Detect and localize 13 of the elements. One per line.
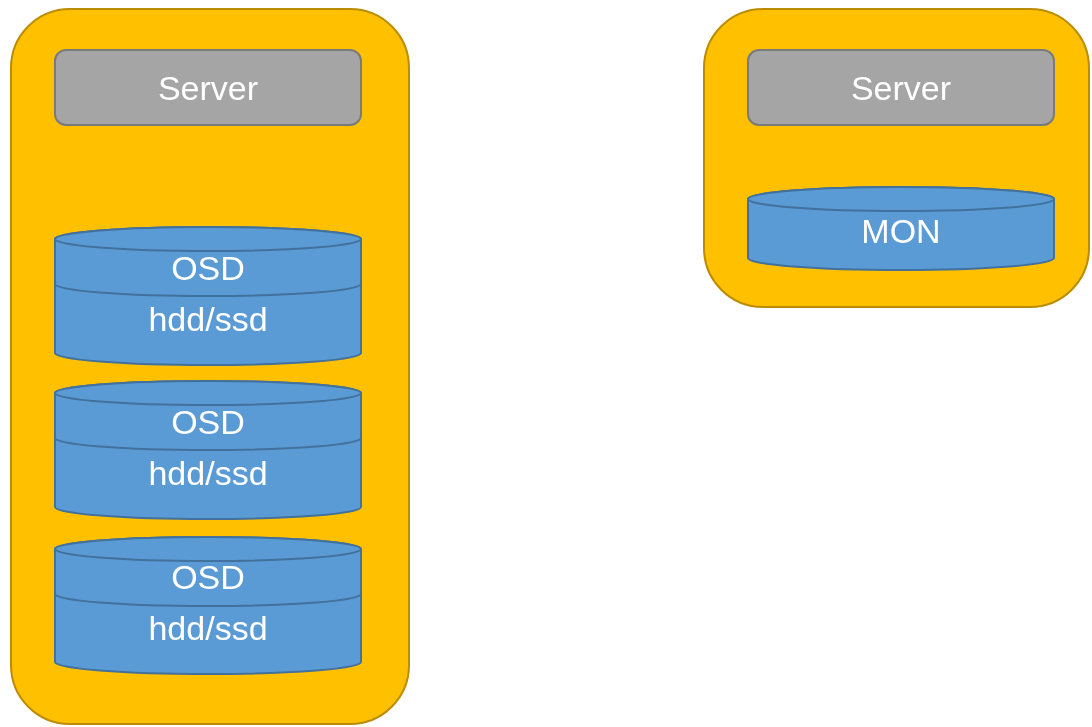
server-label: Server xyxy=(156,67,260,108)
server-group-panel xyxy=(10,8,410,725)
server-box xyxy=(747,49,1055,126)
server-label: Server xyxy=(849,67,953,108)
server-box xyxy=(54,49,362,126)
disk-label: MON xyxy=(860,210,942,251)
disk-label: OSD xyxy=(170,401,246,442)
disk-label: hdd/ssd xyxy=(147,298,269,339)
disk-label: hdd/ssd xyxy=(147,607,269,648)
server-group-panel xyxy=(703,8,1090,308)
disk-label: hdd/ssd xyxy=(147,452,269,493)
disk-label: OSD xyxy=(170,557,246,598)
disk-label: OSD xyxy=(170,247,246,288)
